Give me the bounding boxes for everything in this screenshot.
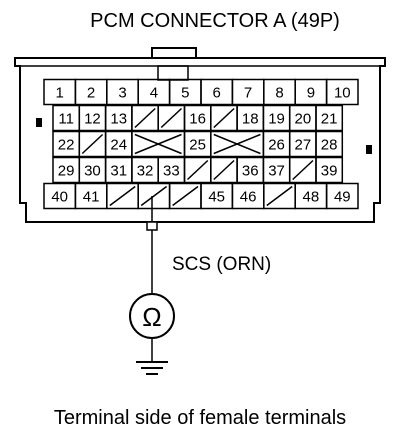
terminal-cell (315, 104, 344, 132)
terminal-5-label: 5 (181, 85, 189, 102)
terminal-6-label: 6 (213, 85, 221, 102)
empty-terminal-slash (213, 159, 235, 181)
ground-icon (136, 361, 168, 375)
terminal-28-label: 28 (321, 137, 338, 154)
terminal-29-label: 29 (58, 163, 75, 180)
terminal-3-label: 3 (118, 85, 126, 102)
terminal-26-label: 26 (268, 137, 285, 154)
terminal-16-label: 16 (189, 111, 206, 128)
terminal-24-label: 24 (110, 137, 127, 154)
latch-slot (157, 65, 189, 81)
terminal-25-label: 25 (189, 137, 206, 154)
empty-terminal-slash (172, 185, 199, 207)
diagram-caption: Terminal side of female terminals (54, 407, 346, 429)
terminal-46-label: 46 (240, 189, 257, 206)
terminal-cell (325, 78, 359, 106)
terminal-21-label: 21 (321, 111, 338, 128)
empty-terminal-slash (266, 185, 293, 207)
empty-terminal-slash (292, 159, 314, 181)
connector-housing (14, 57, 386, 223)
terminal-7-label: 7 (244, 85, 252, 102)
terminal-49-label: 49 (334, 189, 351, 206)
terminal-18-label: 18 (242, 111, 259, 128)
terminal-32-label: 32 (137, 163, 154, 180)
terminal-19-label: 19 (268, 111, 285, 128)
signal-label: SCS (ORN) (172, 254, 271, 275)
terminal-37-label: 37 (268, 163, 285, 180)
terminal-30-label: 30 (84, 163, 101, 180)
probe-tip (146, 221, 158, 231)
terminal-22-label: 22 (58, 137, 75, 154)
terminal-13-label: 13 (110, 111, 127, 128)
terminal-27-label: 27 (295, 137, 312, 154)
terminal-cell (325, 182, 359, 210)
terminal-40-label: 40 (51, 189, 68, 206)
terminal-cell (315, 130, 344, 158)
empty-terminal-slash (186, 159, 209, 181)
empty-terminal-slash (109, 185, 136, 207)
empty-terminal-slash (160, 107, 183, 129)
empty-terminal-cross (213, 133, 261, 155)
empty-terminal-slash (213, 107, 235, 129)
terminal-1-label: 1 (56, 85, 64, 102)
terminal-9-label: 9 (307, 85, 315, 102)
terminal-48-label: 48 (303, 189, 320, 206)
terminal-20-label: 20 (295, 111, 312, 128)
terminal-4-label: 4 (150, 85, 158, 102)
terminal-33-label: 33 (163, 163, 180, 180)
terminal-11-label: 11 (58, 111, 74, 128)
terminal-36-label: 36 (242, 163, 259, 180)
terminal-cell (315, 156, 344, 184)
terminal-8-label: 8 (275, 85, 283, 102)
latch-tab (151, 47, 197, 58)
terminal-41-label: 41 (83, 189, 100, 206)
terminal-39-label: 39 (321, 163, 338, 180)
terminal-2-label: 2 (87, 85, 95, 102)
terminal-12-label: 12 (84, 111, 101, 128)
terminal-45-label: 45 (208, 189, 225, 206)
empty-terminal-slash (134, 107, 156, 129)
empty-terminal-slash (140, 185, 168, 207)
empty-terminal-slash (81, 133, 104, 155)
terminal-31-label: 31 (110, 163, 127, 180)
terminal-10-label: 10 (334, 85, 351, 102)
diagram-title: PCM CONNECTOR A (49P) (90, 10, 340, 32)
empty-terminal-cross (134, 133, 182, 155)
ohm-symbol: Ω (142, 302, 161, 332)
side-marker-left (36, 118, 42, 127)
side-marker-right (366, 145, 372, 154)
